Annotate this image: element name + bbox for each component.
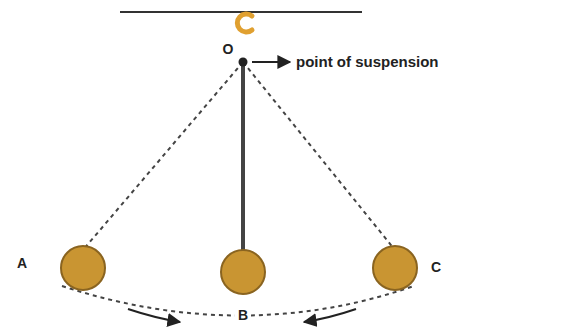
ceiling xyxy=(120,11,362,13)
point-label: O xyxy=(223,42,234,57)
bob xyxy=(61,246,105,290)
position-label: C xyxy=(431,260,441,275)
string xyxy=(241,62,245,252)
position-label: B xyxy=(235,308,251,323)
callout-text: point of suspension xyxy=(296,54,439,71)
bob xyxy=(373,246,417,290)
swing-arrow xyxy=(304,309,356,322)
swing-arrow xyxy=(128,309,180,322)
suspension-point xyxy=(239,58,248,67)
hook xyxy=(237,14,252,32)
string-position-c xyxy=(243,62,395,250)
bob xyxy=(221,250,265,294)
pointer-arrow xyxy=(252,61,290,63)
string-position-a xyxy=(83,62,243,250)
position-label: A xyxy=(17,256,27,271)
